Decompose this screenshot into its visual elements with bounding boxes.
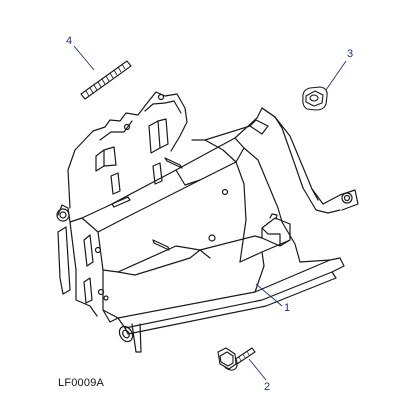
callout-labels: 1 2 3 4 — [66, 35, 353, 393]
callout-4: 4 — [66, 35, 72, 47]
part-flange-nut — [302, 86, 328, 111]
part-threaded-stud — [80, 60, 132, 100]
leader-line-4 — [73, 45, 95, 71]
callout-3: 3 — [347, 48, 353, 60]
leader-line-1 — [255, 283, 283, 307]
leader-line-3 — [325, 60, 347, 91]
part-mounting-frame — [56, 91, 359, 353]
drawing-code: LF0009A — [58, 377, 105, 389]
leader-lines — [73, 45, 347, 381]
callout-1: 1 — [284, 302, 290, 314]
part-flange-bolt — [217, 347, 256, 371]
callout-2: 2 — [264, 381, 270, 393]
leader-line-2 — [248, 358, 267, 381]
